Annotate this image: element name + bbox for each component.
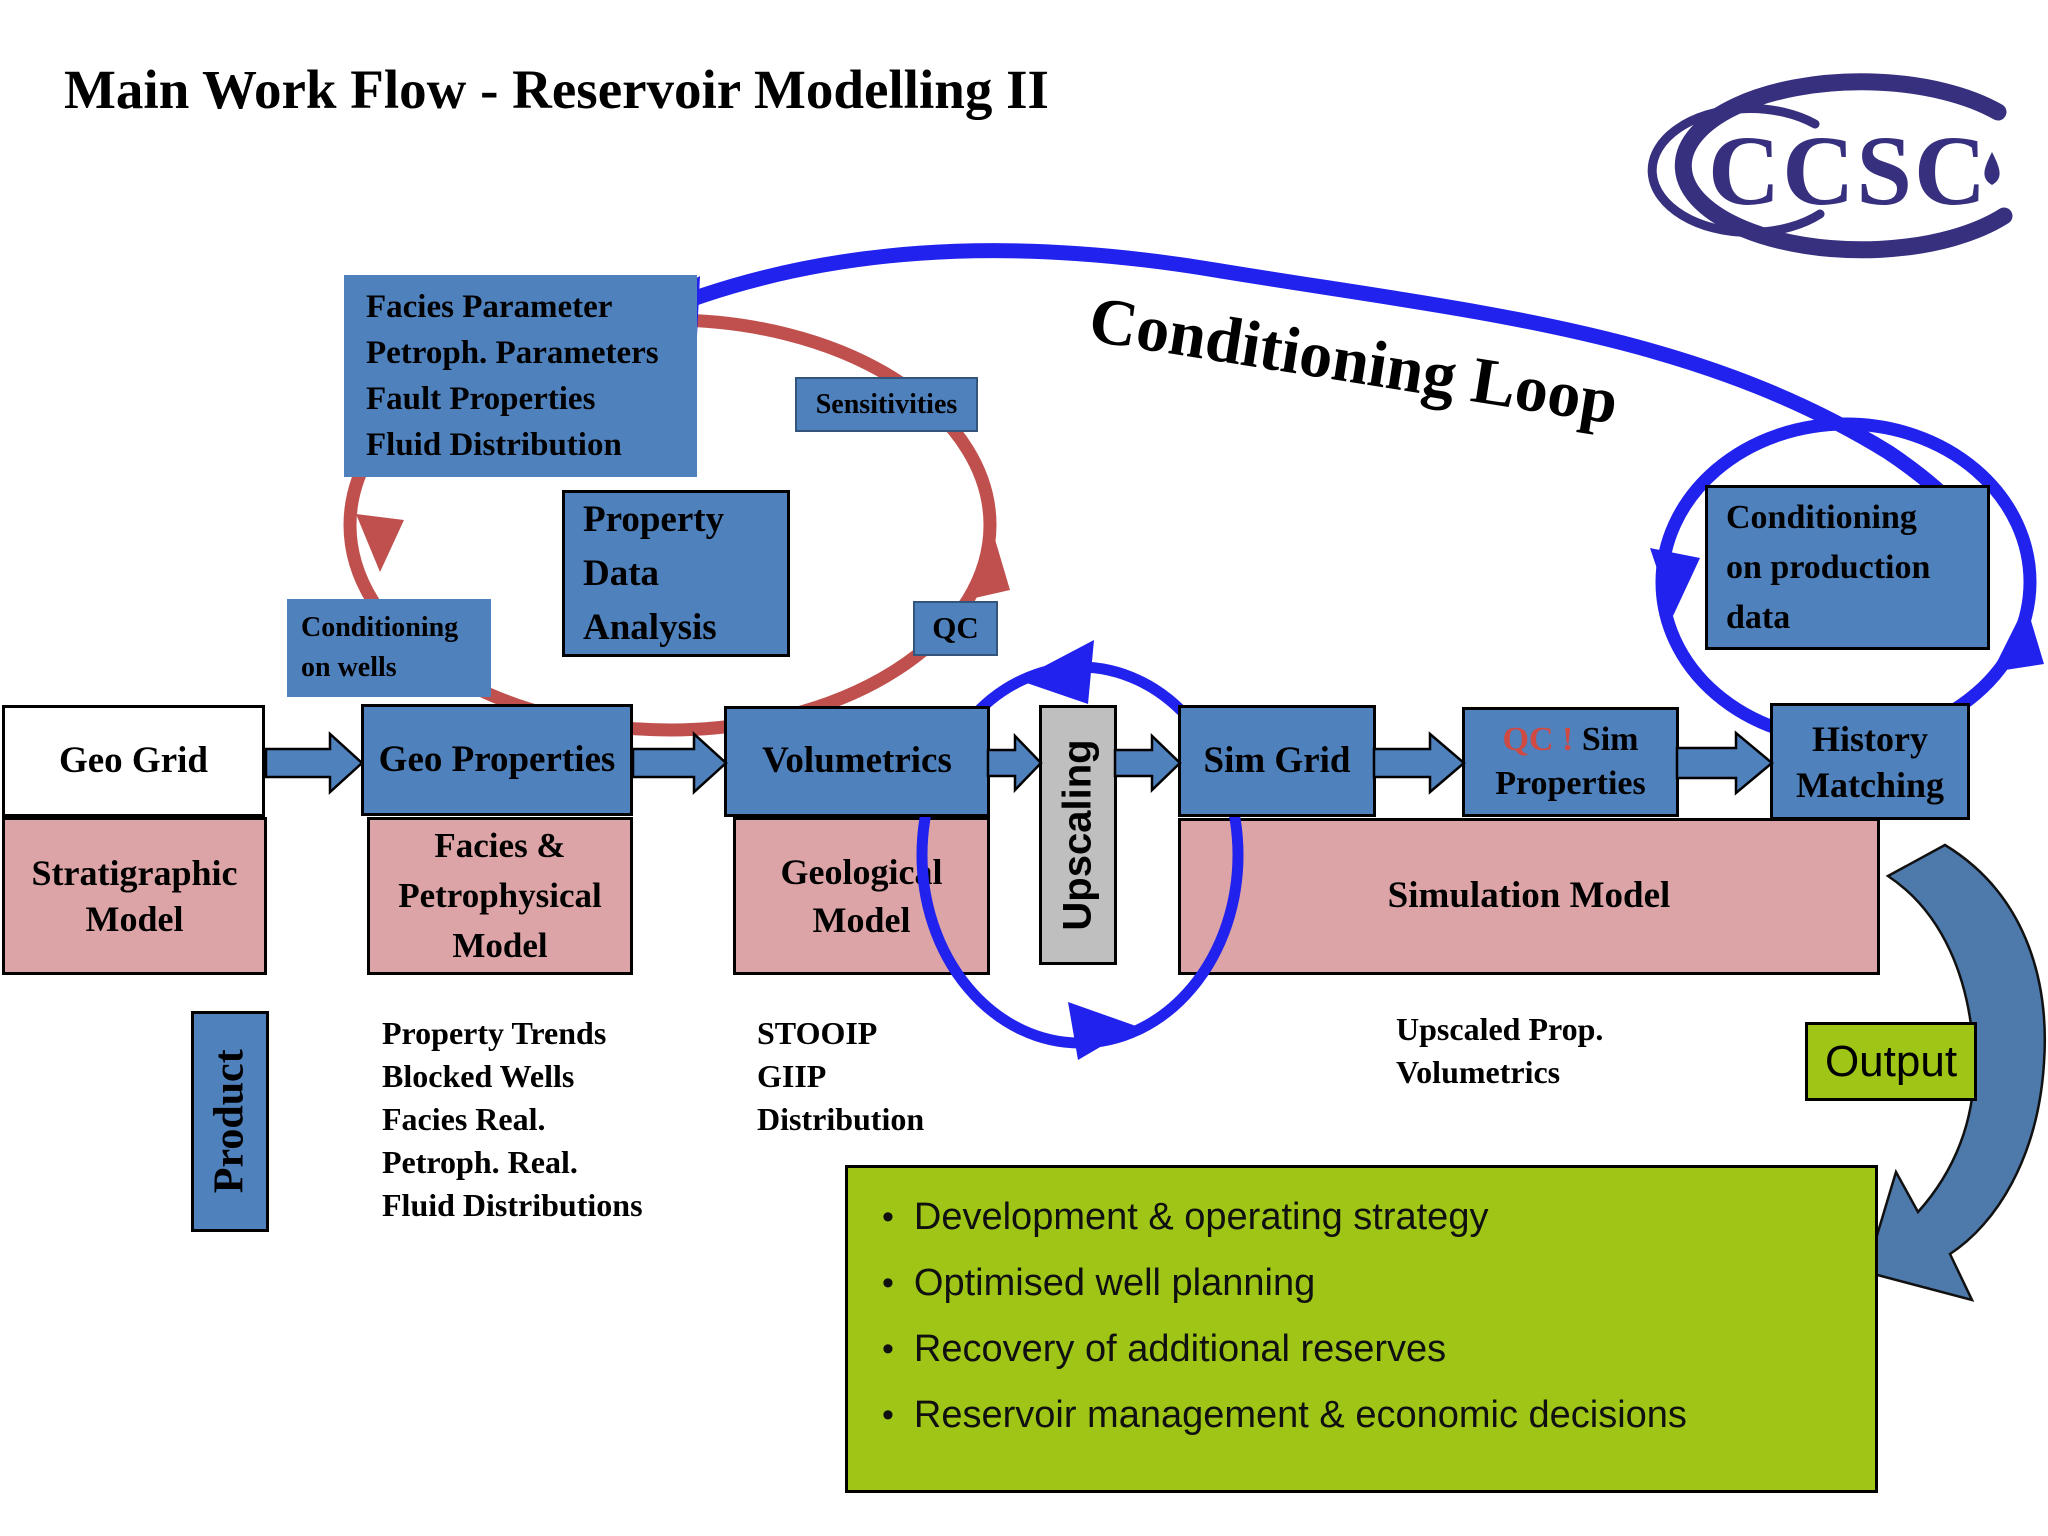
list-item: STOOIP (757, 1015, 878, 1051)
logo-droplet-icon (1984, 152, 2000, 185)
node-qc-sim-properties: QC ! Sim Properties (1462, 707, 1679, 817)
upscaling-loop-arrowhead-left-icon (1018, 640, 1094, 704)
node-geo-properties: Geo Properties (361, 704, 633, 816)
qc-warning-text: QC ! (1502, 721, 1574, 758)
node-output: Output (1805, 1022, 1977, 1101)
node-volumetrics: Volumetrics (724, 706, 990, 817)
node-facies-petrophysical-model: Facies & Petrophysical Model (367, 817, 633, 975)
node-conditioning-on-production-data: Conditioning on production data (1705, 485, 1990, 650)
red-loop-arrowhead-up-icon (966, 536, 1010, 600)
bullet-icon: • (882, 1264, 894, 1302)
node-sim-grid: Sim Grid (1178, 705, 1376, 817)
arrow-upscaling-to-sim-grid-icon (1113, 733, 1182, 793)
arrow-geo-properties-to-volumetrics-icon (631, 731, 728, 795)
list-item: •Development & operating strategy (882, 1196, 1489, 1238)
production-loop-arrowhead-down-icon (1650, 548, 1700, 616)
red-loop-arrowhead-down-icon (356, 514, 404, 572)
list-item: Petroph. Real. (382, 1144, 578, 1180)
node-geological-model: Geological Model (733, 817, 990, 975)
arrow-geo-grid-to-geo-properties-icon (264, 731, 364, 795)
output-bullets-panel: •Development & operating strategy •Optimi… (845, 1165, 1878, 1493)
page-title: Main Work Flow - Reservoir Modelling II (64, 59, 1049, 120)
list-item: •Recovery of additional reserves (882, 1328, 1447, 1370)
list-item: GIIP (757, 1058, 827, 1094)
list-item: Facies Real. (382, 1101, 546, 1137)
node-qc: QC (913, 601, 998, 656)
list-item: Fluid Distributions (382, 1187, 643, 1223)
ccsc-logo: CCSC (1640, 66, 2040, 266)
node-property-data-analysis: Property Data Analysis (562, 490, 790, 657)
bullet-icon: • (882, 1330, 894, 1368)
node-history-matching: History Matching (1770, 703, 1970, 820)
arrow-sim-grid-to-qc-sim-properties-icon (1372, 731, 1466, 795)
list-item: •Reservoir management & economic decisio… (882, 1394, 1687, 1436)
node-product: Product (191, 1011, 269, 1232)
arrow-qc-sim-properties-to-history-matching-icon (1675, 730, 1774, 796)
volumetrics-products-note: STOOIP GIIP Distribution (757, 1012, 924, 1141)
list-item: Volumetrics (1396, 1054, 1561, 1090)
bullet-icon: • (882, 1396, 894, 1434)
node-simulation-model: Simulation Model (1178, 818, 1880, 975)
node-sensitivities: Sensitivities (795, 377, 978, 432)
node-conditioning-on-wells: Conditioning on wells (287, 599, 491, 697)
list-item: Distribution (757, 1101, 925, 1137)
production-loop-arrowhead-up-icon (1992, 604, 2044, 672)
logo-swoosh-inner (1647, 104, 1825, 237)
list-item: Property Trends (382, 1015, 607, 1051)
list-item: Blocked Wells (382, 1058, 575, 1094)
node-stratigraphic-model: Stratigraphic Model (2, 817, 267, 975)
list-item: •Optimised well planning (882, 1262, 1316, 1304)
node-geo-grid: Geo Grid (2, 705, 265, 817)
conditioning-loop-label: Conditioning Loop (1084, 282, 1623, 439)
node-upscaling: Upscaling (1039, 705, 1117, 965)
arrow-volumetrics-to-upscaling-icon (986, 732, 1043, 794)
upscaling-loop-arrowhead-right-icon (1068, 1002, 1136, 1060)
list-item: Upscaled Prop. (1396, 1011, 1604, 1047)
ccsc-logo-icon: CCSC (1647, 73, 2013, 259)
logo-text: CCSC (1708, 115, 1988, 226)
bullet-icon: • (882, 1198, 894, 1236)
node-facies-parameters: Facies Parameter Petroph. Parameters Fau… (344, 275, 697, 477)
sim-products-note: Upscaled Prop. Volumetrics (1396, 1008, 1603, 1094)
